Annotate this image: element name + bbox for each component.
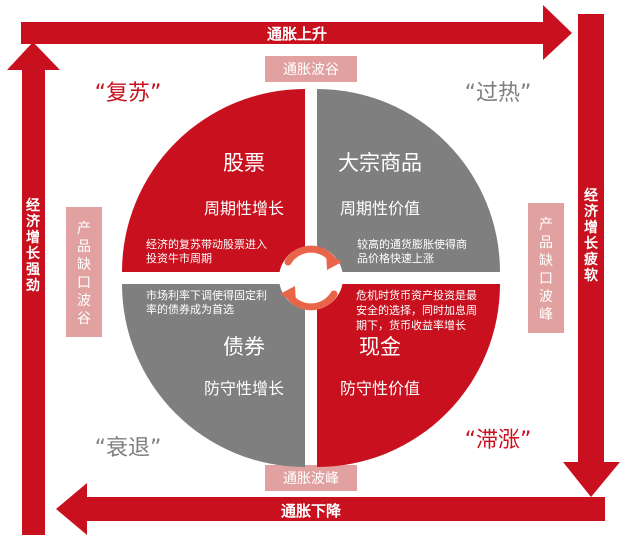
quadrant-commodities	[317, 89, 500, 272]
box-output-gap-peak-label: 产品缺口波峰	[539, 217, 553, 323]
phase-overheat: “过热”	[465, 81, 532, 106]
bonds-title: 债券	[223, 335, 265, 359]
bonds-desc: 市场利率下调使得固定利率的债券成为首选	[146, 288, 267, 316]
box-output-gap-trough-label: 产品缺口波谷	[77, 221, 91, 327]
phase-recession: “衰退”	[95, 436, 162, 461]
bottom-arrow-shape	[56, 483, 605, 535]
box-inflation-peak: 通胀波峰	[265, 465, 357, 491]
top-arrow-label: 通胀上升	[267, 25, 327, 43]
box-inflation-trough-label: 通胀波谷	[283, 62, 339, 78]
phase-recovery: “复苏”	[95, 81, 162, 106]
left-arrow-label: 经济增长强劲	[25, 197, 41, 294]
quadrant-cash	[317, 284, 500, 467]
box-inflation-peak-label: 通胀波峰	[283, 471, 339, 487]
cash-title: 现金	[359, 335, 401, 359]
cash-desc: 危机时货币资产投资是最安全的选择，同时加息周期下，货币收益率增长	[356, 288, 477, 332]
left-arrow: 经济增长强劲	[7, 42, 60, 535]
box-output-gap-trough-bg	[66, 207, 102, 337]
stocks-subtitle: 周期性增长	[204, 199, 284, 218]
box-output-gap-peak: 产品缺口波峰	[528, 203, 564, 333]
cash-subtitle: 防守性价值	[340, 379, 420, 398]
asset-circle	[122, 89, 500, 467]
phase-stagflation: “滞涨”	[465, 428, 532, 453]
quadrant-bonds	[122, 284, 305, 467]
bottom-arrow-label: 通胀下降	[281, 502, 342, 520]
right-arrow: 经济增长疲软	[563, 14, 620, 497]
top-arrow-shape	[21, 5, 572, 60]
bottom-arrow: 通胀下降	[56, 483, 605, 535]
commodities-subtitle: 周期性价值	[340, 199, 420, 218]
cycle-arrows-icon	[279, 245, 343, 311]
right-arrow-label: 经济增长疲软	[584, 187, 599, 284]
commodities-title: 大宗商品	[338, 151, 422, 175]
stocks-desc: 经济的复苏带动股票进入投资牛市周期	[146, 237, 267, 265]
cycle-arrowhead-upper	[326, 252, 342, 270]
cycle-arrowhead-lower	[280, 286, 296, 304]
quadrant-stocks	[122, 89, 305, 272]
right-arrow-shape	[563, 14, 620, 497]
box-inflation-trough-bg	[265, 56, 357, 82]
box-output-gap-peak-bg	[528, 203, 564, 333]
box-output-gap-trough: 产品缺口波谷	[66, 207, 102, 337]
bonds-subtitle: 防守性增长	[204, 379, 284, 398]
stocks-title: 股票	[223, 151, 265, 175]
box-inflation-peak-bg	[265, 465, 357, 491]
commodities-desc: 较高的通货膨胀使得商品价格快速上涨	[357, 237, 467, 265]
top-arrow: 通胀上升	[21, 5, 572, 60]
left-arrow-shape	[7, 42, 60, 535]
box-inflation-trough: 通胀波谷	[265, 56, 357, 82]
